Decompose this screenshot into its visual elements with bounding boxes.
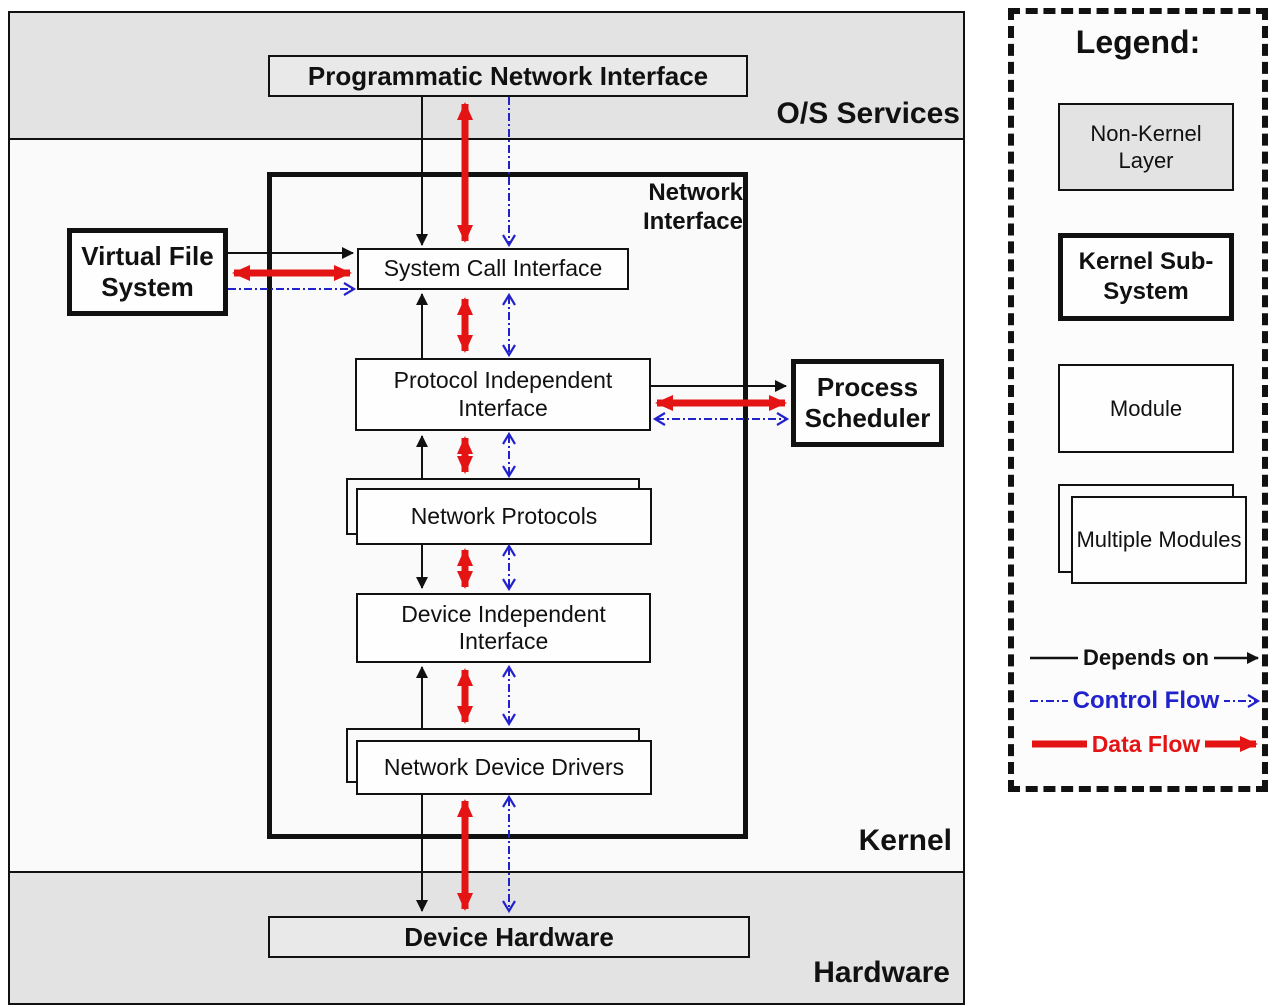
kernel-label: Kernel (858, 824, 952, 857)
programmatic-network-interface-box: Programmatic Network Interface (268, 55, 748, 97)
legend-kernel-subsystem-box: Kernel Sub-System (1058, 233, 1234, 321)
legend-control-flow-label: Control Flow (1067, 687, 1225, 714)
device-independent-interface-box: Device Independent Interface (356, 593, 651, 663)
legend-module-box: Module (1058, 364, 1234, 453)
legend-control-flow-row: Control Flow (1026, 686, 1266, 716)
network-protocols-box: Network Protocols (356, 488, 652, 545)
legend-title: Legend: (1075, 24, 1201, 60)
device-hardware-box: Device Hardware (268, 916, 750, 958)
os-services-label: O/S Services (776, 97, 960, 130)
protocol-independent-interface-box: Protocol Independent Interface (355, 358, 651, 431)
legend-multiple-modules-box: Multiple Modules (1071, 496, 1247, 584)
process-scheduler-box: Process Scheduler (791, 359, 944, 447)
legend-depends-on-row: Depends on (1026, 643, 1266, 673)
virtual-file-system-box: Virtual File System (67, 228, 228, 316)
legend-depends-on-label: Depends on (1078, 645, 1214, 670)
legend-data-flow-label: Data Flow (1086, 731, 1206, 757)
legend-data-flow-row: Data Flow (1026, 729, 1266, 759)
network-device-drivers-box: Network Device Drivers (356, 740, 652, 795)
legend-non-kernel-layer-box: Non-Kernel Layer (1058, 103, 1234, 191)
system-call-interface-box: System Call Interface (357, 248, 629, 290)
legend-panel: Legend: Non-Kernel Layer Kernel Sub-Syst… (1008, 8, 1268, 792)
network-interface-subsystem-label: Network Interface (642, 179, 743, 235)
hardware-label: Hardware (813, 956, 950, 989)
